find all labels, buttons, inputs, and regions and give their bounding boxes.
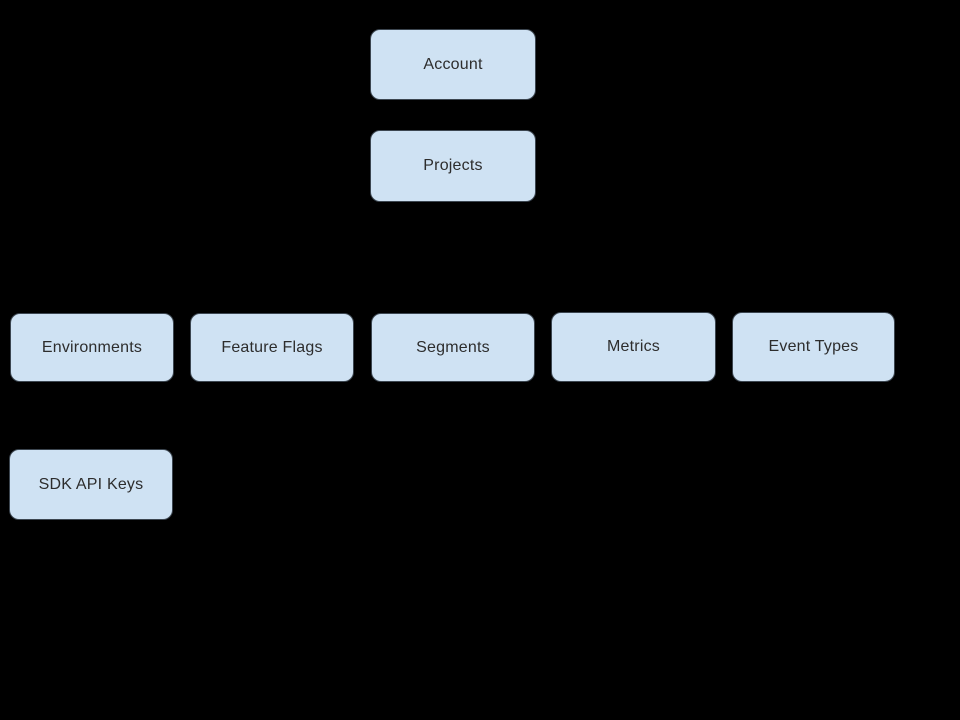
node-account-label: Account [423, 55, 483, 73]
node-projects: Projects [370, 130, 536, 202]
node-event-types-label: Event Types [768, 338, 859, 355]
node-sdk-api-keys-label: SDK API Keys [38, 475, 144, 493]
node-metrics-label: Metrics [607, 338, 660, 355]
node-feature-flags: Feature Flags [190, 313, 354, 382]
node-event-types: Event Types [732, 312, 895, 382]
node-projects-label: Projects [423, 157, 483, 174]
node-feature-flags-label: Feature Flags [221, 338, 323, 356]
node-sdk-api-keys: SDK API Keys [9, 449, 173, 520]
node-environments: Environments [10, 313, 174, 382]
node-environments-label: Environments [41, 338, 143, 356]
node-account: Account [370, 29, 536, 100]
node-metrics: Metrics [551, 312, 716, 382]
node-segments: Segments [371, 313, 535, 382]
node-segments-label: Segments [416, 338, 490, 356]
